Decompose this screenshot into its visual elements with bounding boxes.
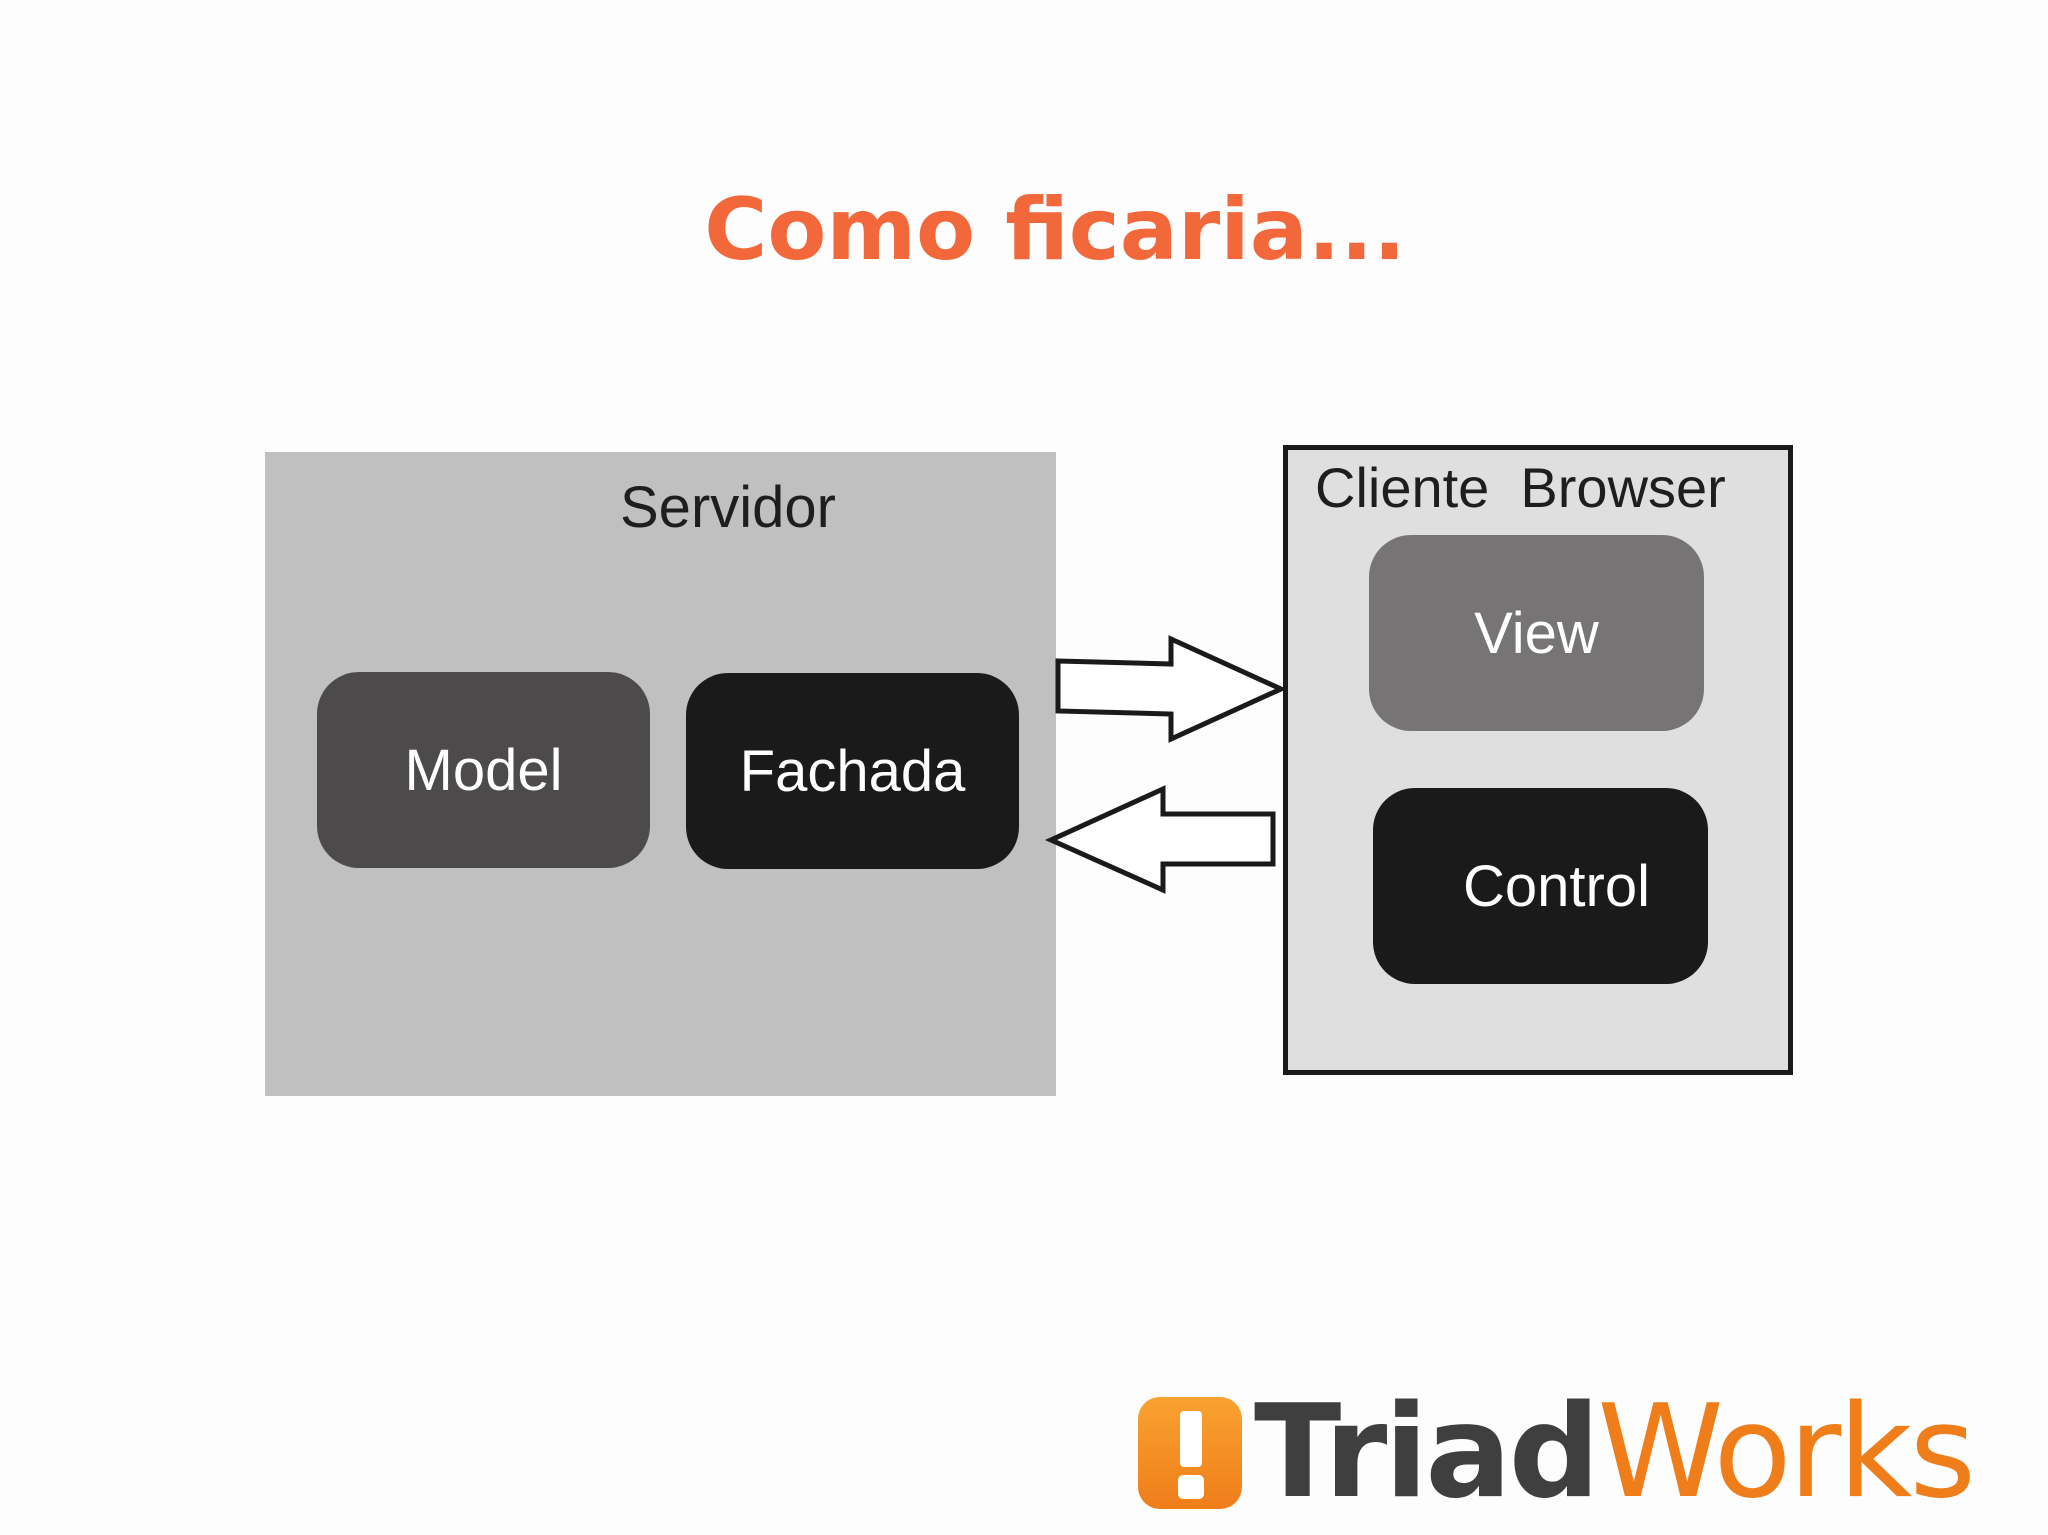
- control-label: Control: [1463, 853, 1650, 919]
- control-block: Control: [1373, 788, 1708, 984]
- model-label: Model: [404, 737, 563, 803]
- logo-text-works: Works: [1597, 1378, 1976, 1527]
- triadworks-logo: TriadWorks: [1138, 1389, 1976, 1517]
- logo-wordmark: TriadWorks: [1254, 1389, 1976, 1517]
- server-label: Servidor: [620, 475, 836, 540]
- facade-label: Fachada: [739, 738, 966, 804]
- model-block: Model: [317, 672, 650, 868]
- facade-block: Fachada: [686, 673, 1019, 869]
- view-block: View: [1369, 535, 1704, 731]
- view-label: View: [1474, 600, 1599, 666]
- arrow-server-to-client: [1055, 635, 1288, 743]
- client-browser-label: Cliente Browser: [1315, 456, 1726, 519]
- arrow-client-to-server: [1044, 785, 1276, 894]
- exclamation-logo-icon: [1138, 1397, 1242, 1509]
- slide-title: Como ficaria...: [704, 180, 1406, 280]
- logo-text-triad: Triad: [1254, 1378, 1600, 1527]
